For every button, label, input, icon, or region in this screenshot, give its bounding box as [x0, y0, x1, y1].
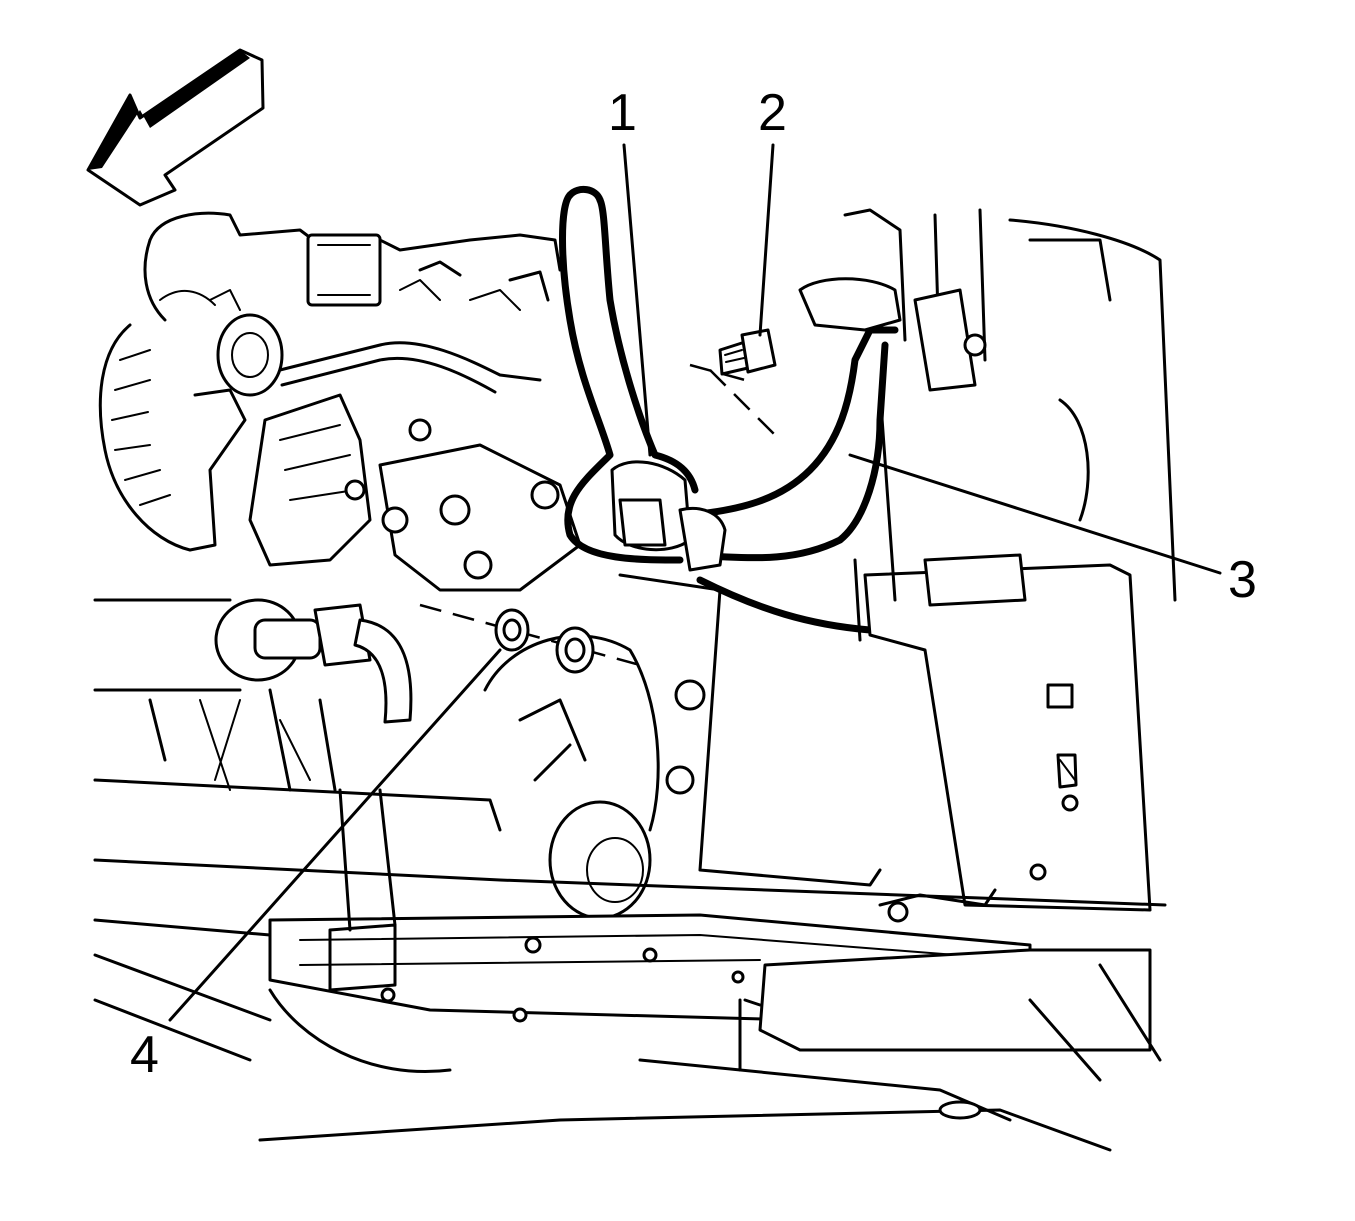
bolt — [718, 328, 777, 376]
center-lower-assembly — [483, 634, 706, 920]
front-direction-arrow-icon — [86, 48, 265, 207]
alignment-dashes — [419, 363, 781, 667]
washers — [494, 608, 595, 674]
leader-line-1 — [622, 143, 652, 457]
left-mount — [93, 598, 413, 792]
right-bracket-structure — [618, 208, 1177, 912]
callout-3: 3 — [1228, 551, 1257, 609]
callout-1: 1 — [608, 84, 637, 142]
engine-assembly — [98, 211, 582, 592]
crossmember-frame — [93, 778, 1167, 1152]
leader-line-4 — [168, 648, 502, 1022]
leader-line-3 — [848, 453, 1222, 575]
callout-4: 4 — [130, 1026, 159, 1084]
leader-line-2 — [758, 143, 775, 337]
leader-lines — [168, 143, 1222, 1022]
callouts: 1 2 3 4 — [130, 84, 1257, 1084]
callout-2: 2 — [758, 84, 787, 142]
heater-hose — [559, 185, 699, 564]
